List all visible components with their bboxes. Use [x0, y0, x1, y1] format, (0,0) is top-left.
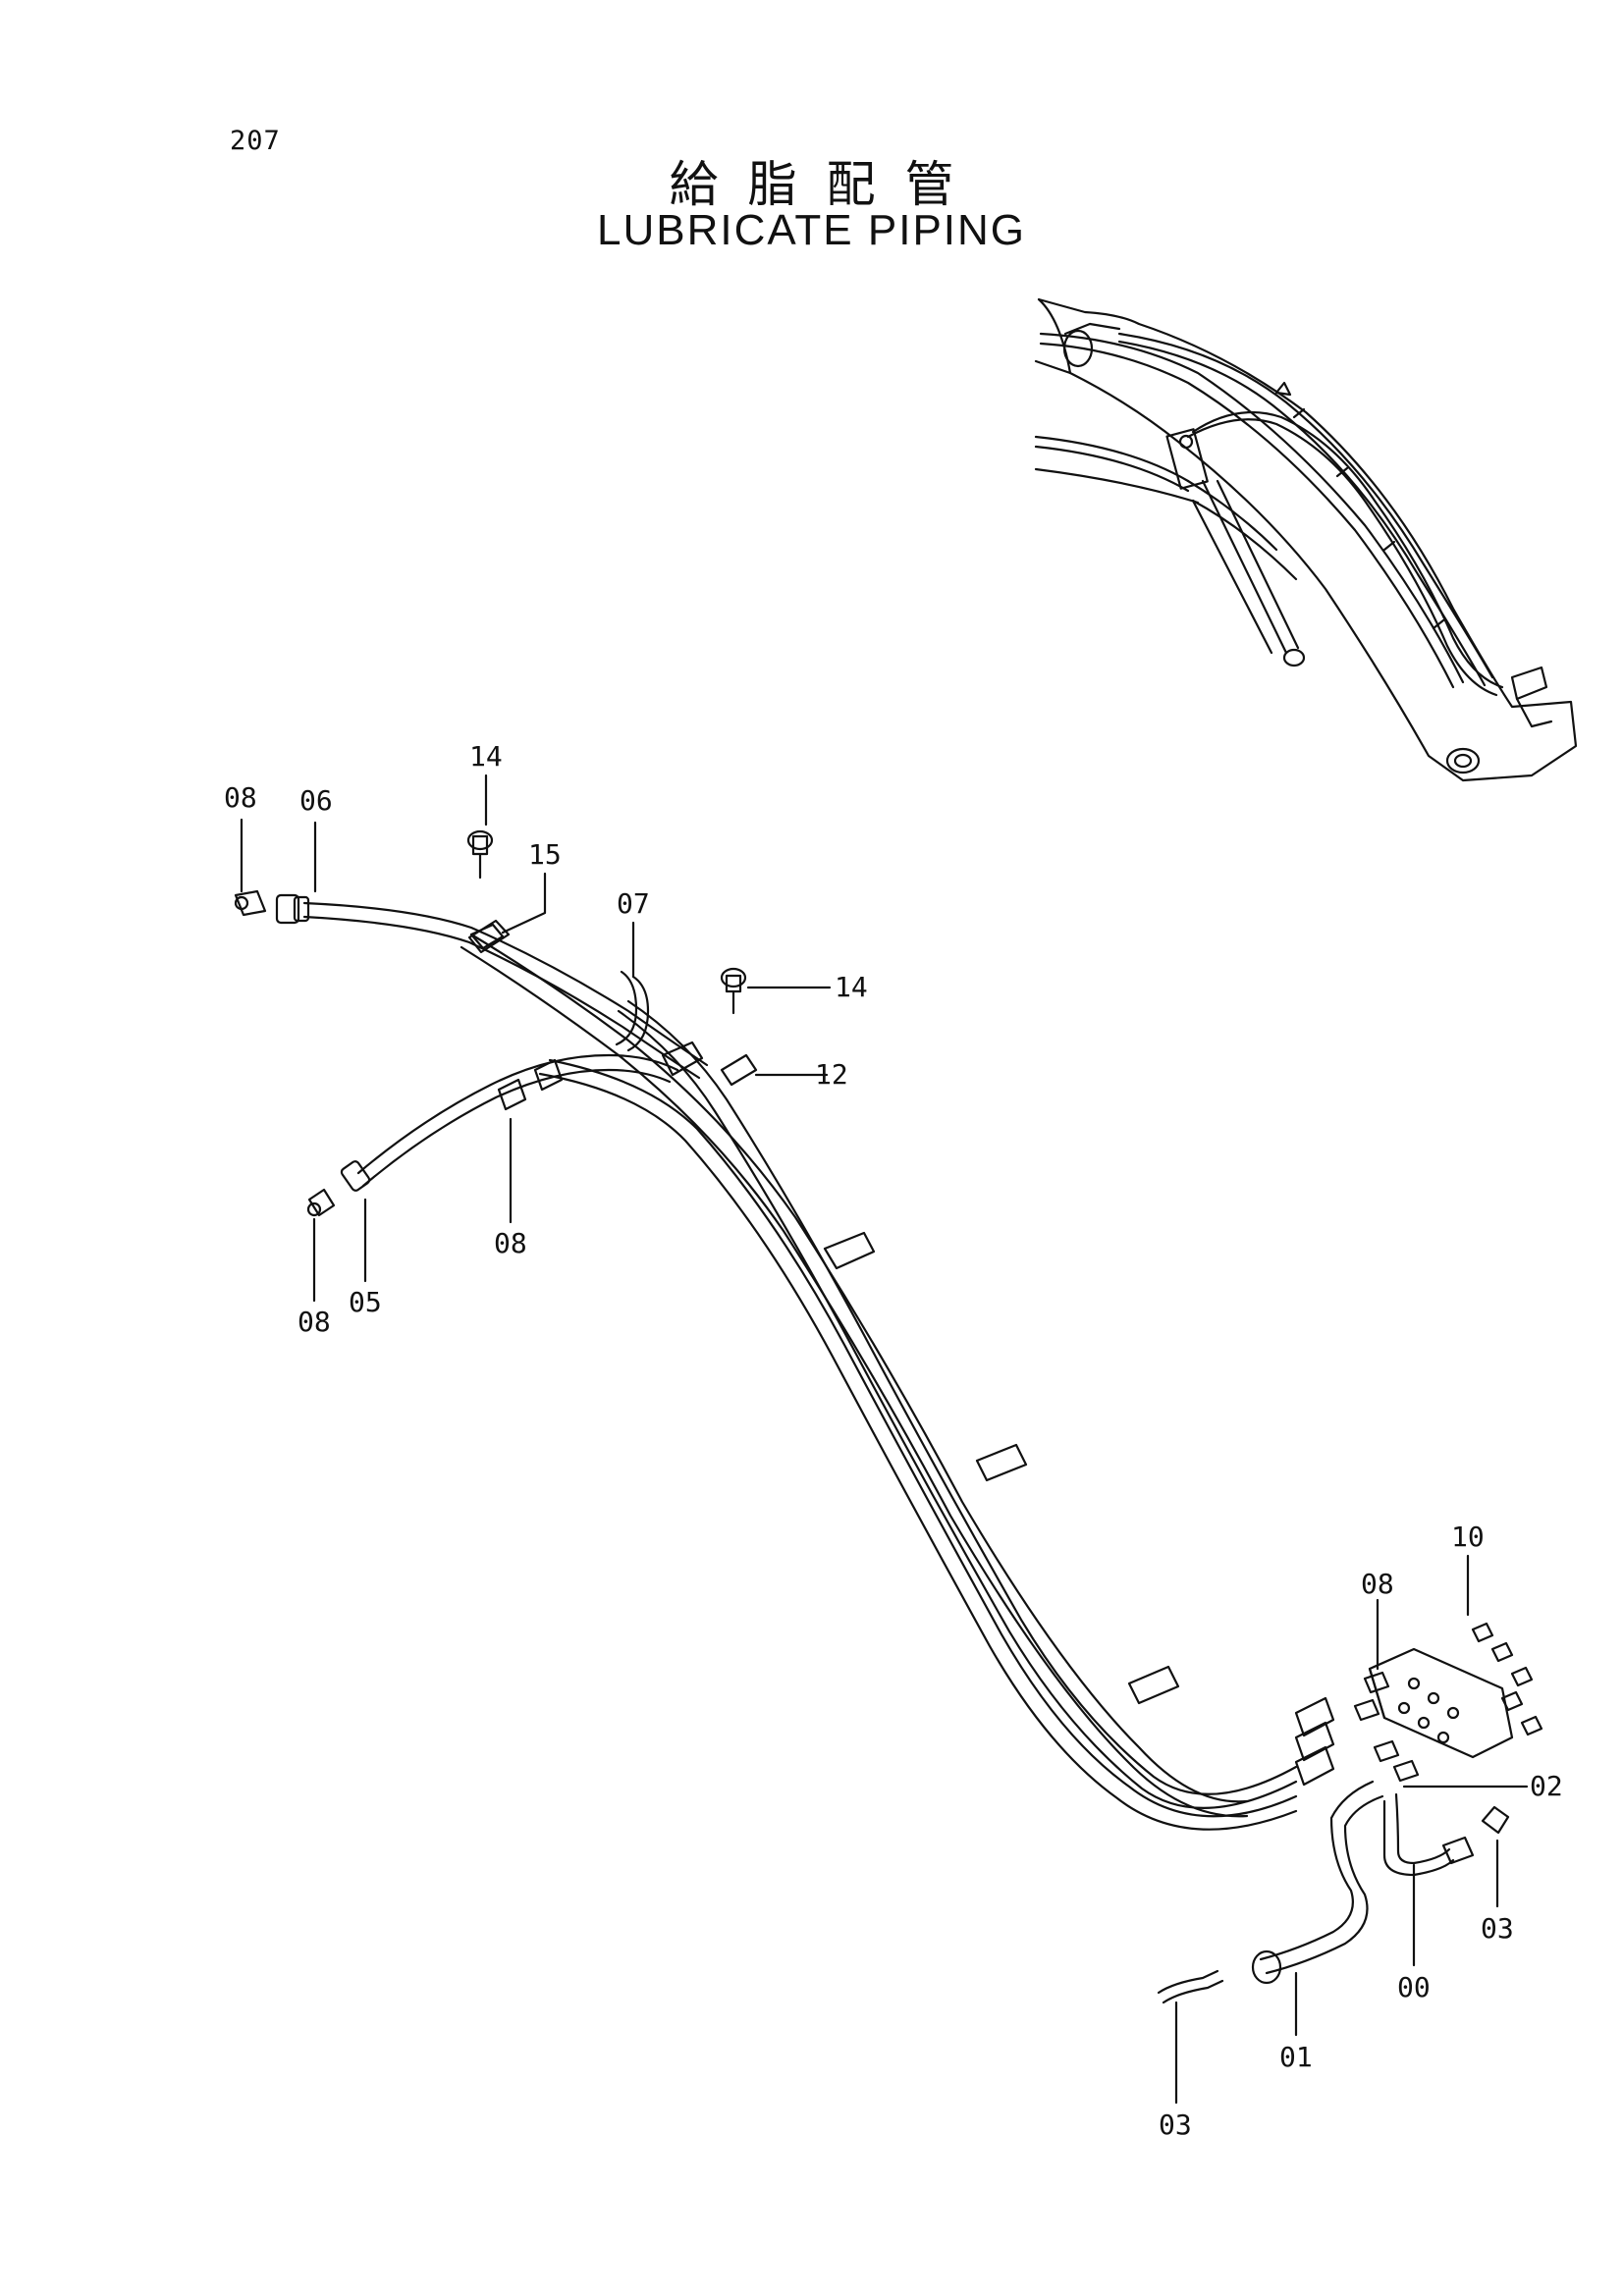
callout-12: 12	[815, 1058, 848, 1091]
callout-01: 01	[1279, 2041, 1313, 2073]
callout-14-right: 14	[835, 971, 868, 1003]
callout-00: 00	[1397, 1971, 1431, 2003]
page-title-japanese: 給脂配管	[669, 156, 984, 213]
callout-03-right: 03	[1481, 1912, 1514, 1945]
boom-overview-illustration	[1034, 297, 1578, 782]
callout-08-right: 08	[1361, 1568, 1394, 1600]
callout-03-bottom: 03	[1159, 2109, 1192, 2141]
callout-14-upper: 14	[469, 740, 503, 773]
callout-07: 07	[617, 887, 650, 920]
callout-08-bottom-left: 08	[298, 1306, 331, 1338]
callout-02: 02	[1530, 1770, 1563, 1802]
main-piping-assembly	[234, 829, 1543, 2004]
callout-labels: 08 06 14 15 07 14 12 08 08 05 10 08 02 0…	[224, 740, 1563, 2141]
callout-leaders	[240, 774, 1529, 2105]
callout-15: 15	[528, 838, 562, 871]
page-number: 207	[230, 126, 281, 156]
callout-08-top-left: 08	[224, 781, 257, 814]
callout-08-middle: 08	[494, 1227, 527, 1259]
page-title-english: LUBRICATE PIPING	[596, 206, 1027, 254]
callout-10: 10	[1451, 1521, 1485, 1553]
callout-05: 05	[349, 1286, 382, 1318]
callout-06: 06	[299, 784, 333, 817]
